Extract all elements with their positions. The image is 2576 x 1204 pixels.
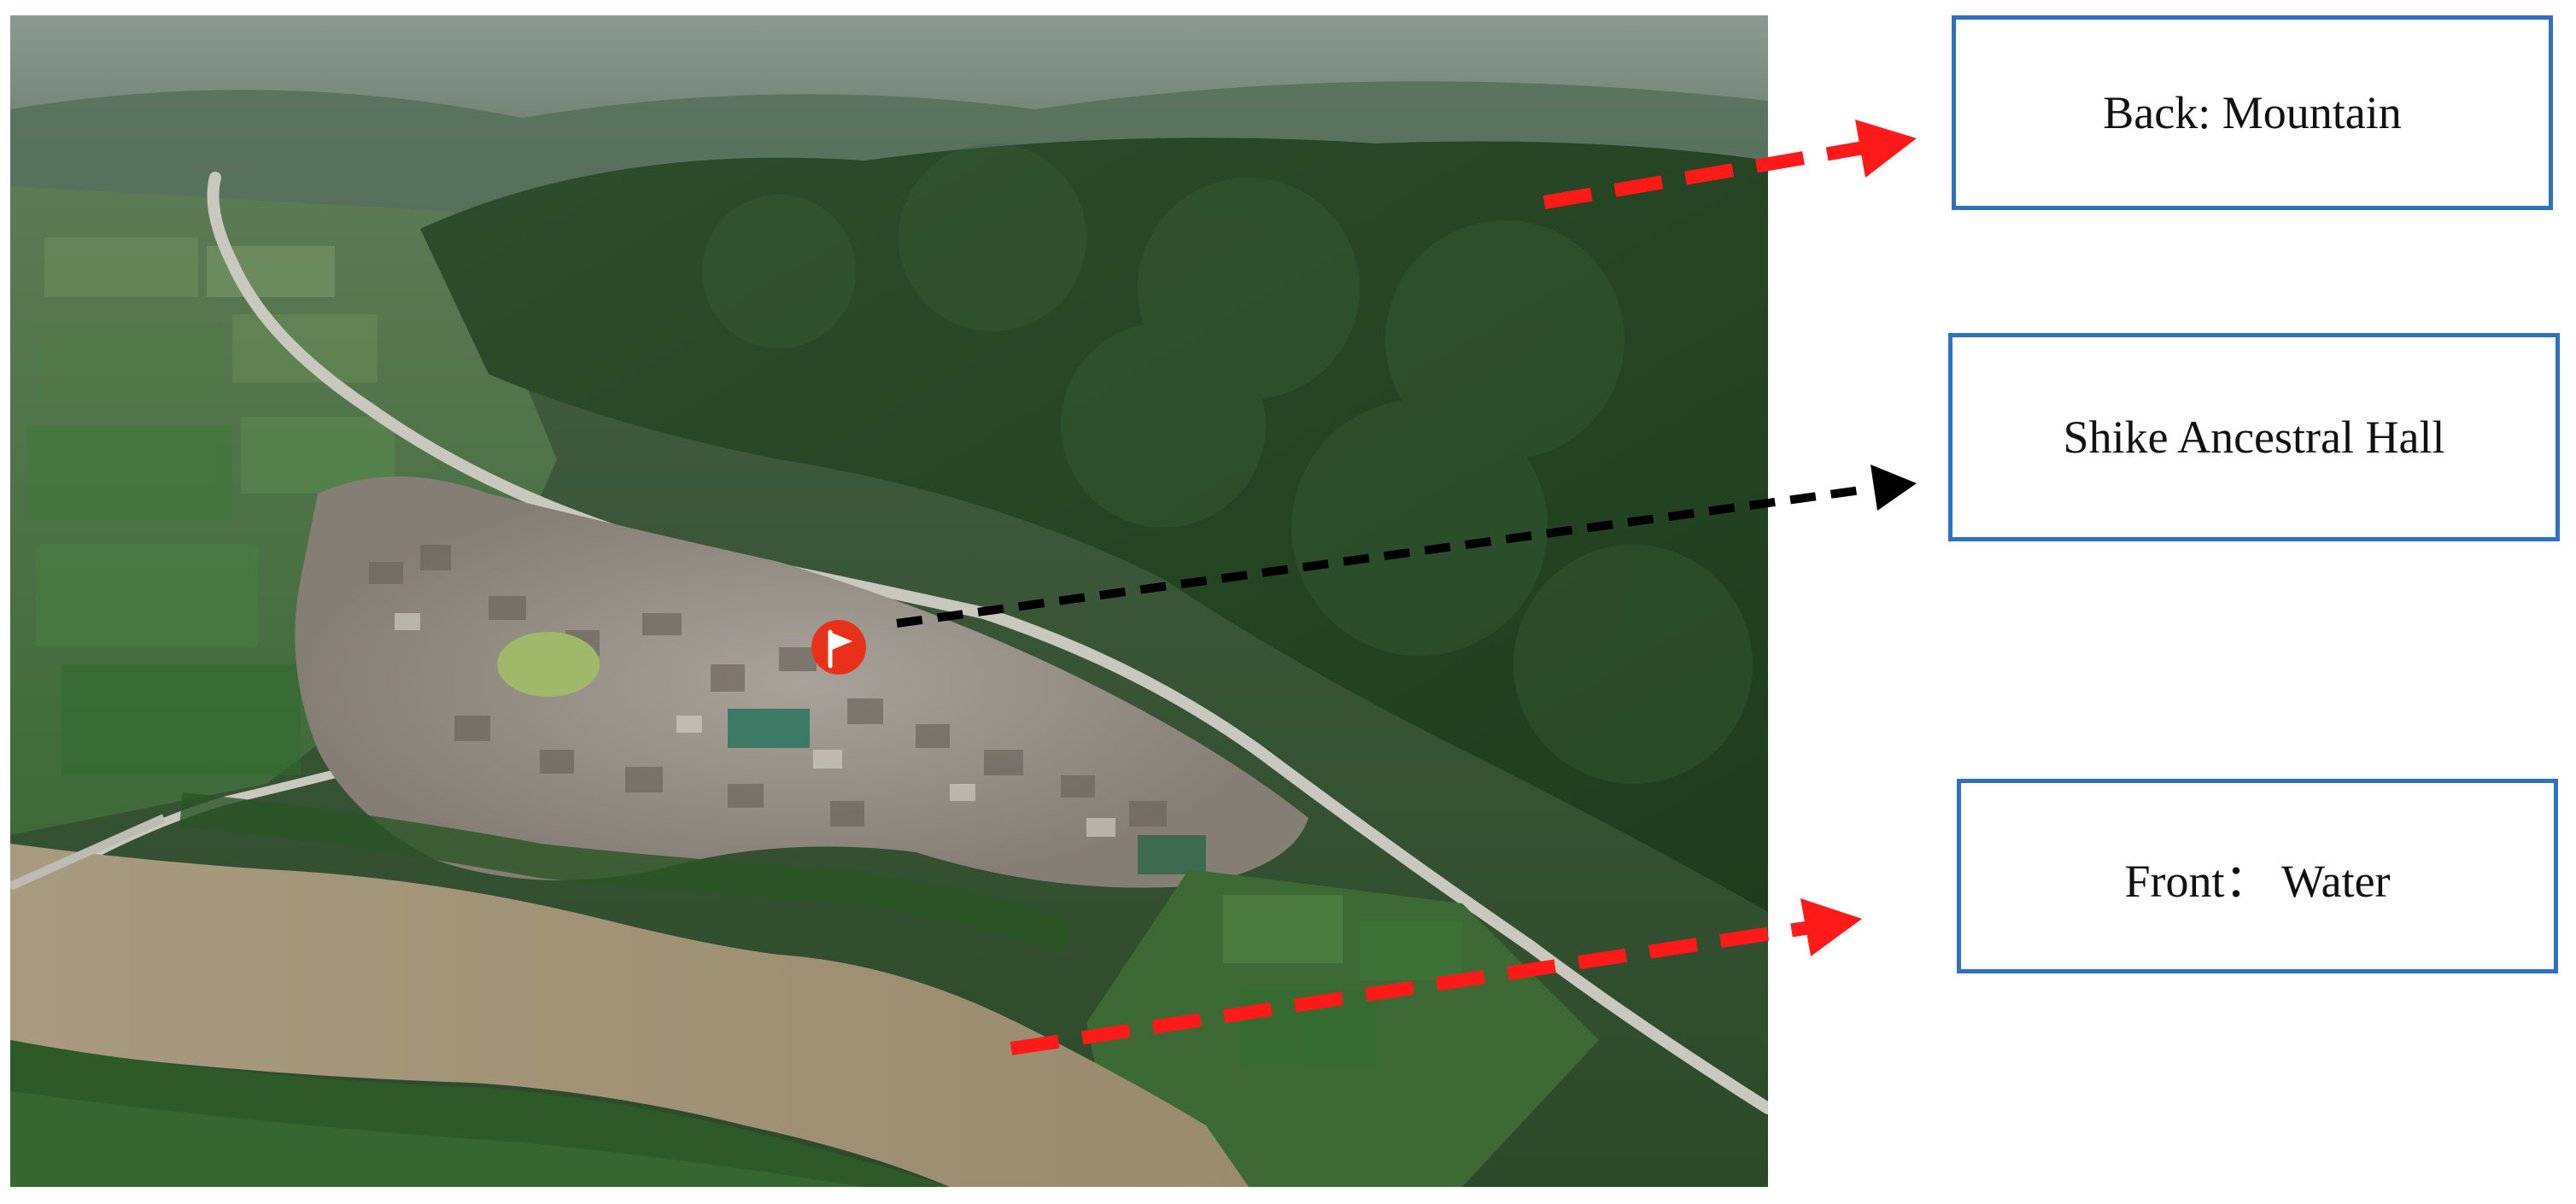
aerial-village-photo	[10, 15, 1768, 1187]
back-mountain-label: Back: Mountain	[2103, 87, 2402, 138]
front-water-label: Front： Water	[2124, 855, 2391, 907]
ancestral-hall-label-box: Shike Ancestral Hall	[1948, 333, 2560, 541]
front-water-label-box: Front： Water	[1957, 779, 2558, 973]
aerial-photo-drawing	[10, 15, 1768, 1187]
ancestral-hall-label: Shike Ancestral Hall	[2063, 412, 2445, 463]
back-mountain-label-box: Back: Mountain	[1952, 15, 2553, 210]
